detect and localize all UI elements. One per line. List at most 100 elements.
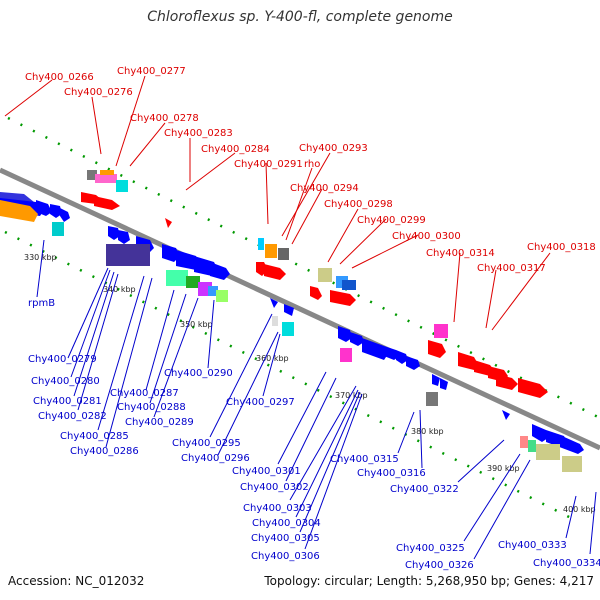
- gene-label[interactable]: Chy400_0333: [498, 540, 567, 551]
- gene-arrow[interactable]: [118, 230, 130, 244]
- top-gene-labels: Chy400_0266 Chy400_0277 Chy400_0276 Chy4…: [25, 66, 596, 274]
- gene-label[interactable]: Chy400_0303: [243, 503, 312, 514]
- gene-arrow[interactable]: [270, 298, 278, 308]
- gene-label[interactable]: rpmB: [28, 298, 55, 309]
- gene-label[interactable]: Chy400_0318: [527, 242, 596, 253]
- gene-arrow[interactable]: [496, 374, 518, 390]
- gene-box[interactable]: [536, 444, 560, 460]
- gene-label[interactable]: Chy400_0296: [181, 453, 250, 464]
- gene-arrow[interactable]: [108, 226, 120, 240]
- gene-arrow[interactable]: [406, 356, 420, 370]
- gene-box[interactable]: [434, 324, 448, 338]
- gene-arrow[interactable]: [428, 340, 446, 358]
- gene-label[interactable]: Chy400_0289: [125, 417, 194, 428]
- gene-arrow[interactable]: [502, 410, 510, 420]
- gene-label[interactable]: Chy400_0277: [117, 66, 186, 77]
- gene-label[interactable]: Chy400_0278: [130, 113, 199, 124]
- gene-label[interactable]: Chy400_0316: [357, 468, 426, 479]
- gene-arrow[interactable]: [162, 244, 180, 262]
- gene-label[interactable]: Chy400_0286: [70, 446, 139, 457]
- gene-label[interactable]: Chy400_0334: [533, 558, 600, 569]
- gene-arrow[interactable]: [440, 378, 448, 390]
- gene-box[interactable]: [265, 244, 277, 258]
- gene-label[interactable]: Chy400_0285: [60, 431, 129, 442]
- gene-box[interactable]: [106, 244, 150, 266]
- gene-arrow[interactable]: [60, 208, 70, 222]
- gene-arrow[interactable]: [432, 374, 440, 386]
- gene-label[interactable]: Chy400_0280: [31, 376, 100, 387]
- gene-label[interactable]: Chy400_0326: [405, 560, 474, 571]
- gene-box[interactable]: [95, 174, 117, 183]
- gene-label[interactable]: Chy400_0281: [33, 396, 102, 407]
- gene-label[interactable]: Chy400_0279: [28, 354, 97, 365]
- gene-label[interactable]: Chy400_0266: [25, 72, 94, 83]
- gene-arrow[interactable]: [562, 436, 584, 454]
- gene-label[interactable]: Chy400_0282: [38, 411, 107, 422]
- gene-arrow[interactable]: [264, 264, 286, 280]
- gene-label[interactable]: rho: [304, 159, 320, 170]
- gene-arrow[interactable]: [338, 326, 352, 342]
- gene-box[interactable]: [100, 170, 114, 175]
- gene-arrow[interactable]: [50, 204, 62, 218]
- gene-label[interactable]: Chy400_0315: [330, 454, 399, 465]
- gene-box[interactable]: [342, 280, 356, 290]
- gene-box[interactable]: [258, 238, 264, 250]
- gene-box[interactable]: [186, 276, 200, 288]
- gene-box[interactable]: [216, 290, 228, 302]
- gene-label[interactable]: Chy400_0295: [172, 438, 241, 449]
- gene-label[interactable]: Chy400_0322: [390, 484, 459, 495]
- gene-label[interactable]: Chy400_0317: [477, 263, 546, 274]
- gene-label[interactable]: Chy400_0325: [396, 543, 465, 554]
- gene-arrow[interactable]: [518, 378, 548, 398]
- gene-arrow[interactable]: [310, 286, 322, 300]
- lower-tick-track: [4, 230, 576, 522]
- gene-box[interactable]: [87, 170, 97, 180]
- gene-box[interactable]: [282, 322, 294, 336]
- accession-text: Accession: NC_012032: [8, 574, 145, 588]
- gene-label[interactable]: Chy400_0298: [324, 199, 393, 210]
- gene-box[interactable]: [278, 248, 289, 260]
- gene-arrow[interactable]: [458, 352, 478, 370]
- gene-label[interactable]: Chy400_0306: [251, 551, 320, 562]
- gene-label[interactable]: Chy400_0304: [252, 518, 321, 529]
- gene-arrow[interactable]: [362, 338, 388, 360]
- gene-box[interactable]: [520, 436, 528, 448]
- gene-arrow[interactable]: [0, 200, 38, 222]
- gene-arrow[interactable]: [532, 424, 548, 442]
- gene-label[interactable]: Chy400_0305: [251, 533, 320, 544]
- gene-box[interactable]: [52, 222, 64, 236]
- gene-label[interactable]: Chy400_0284: [201, 144, 270, 155]
- gene-arrow[interactable]: [165, 218, 172, 228]
- gene-box[interactable]: [528, 440, 536, 452]
- gene-box[interactable]: [562, 456, 582, 472]
- gene-box[interactable]: [318, 268, 332, 282]
- gene-label[interactable]: Chy400_0276: [64, 87, 133, 98]
- gene-box[interactable]: [426, 392, 438, 406]
- gene-label[interactable]: Chy400_0297: [226, 397, 295, 408]
- gene-box[interactable]: [272, 316, 278, 326]
- gene-label[interactable]: Chy400_0291: [234, 159, 303, 170]
- gene-arrow[interactable]: [284, 304, 294, 316]
- gene-label[interactable]: Chy400_0314: [426, 248, 495, 259]
- gene-label[interactable]: Chy400_0293: [299, 143, 368, 154]
- gene-label[interactable]: Chy400_0288: [117, 402, 186, 413]
- gene-box[interactable]: [166, 270, 188, 286]
- forward-gene-track: [81, 170, 548, 398]
- gene-label[interactable]: Chy400_0287: [110, 388, 179, 399]
- gene-label[interactable]: Chy400_0301: [232, 466, 301, 477]
- gene-arrow[interactable]: [350, 332, 364, 346]
- gene-label[interactable]: Chy400_0299: [357, 215, 426, 226]
- gene-arrow[interactable]: [330, 290, 356, 306]
- gene-label[interactable]: Chy400_0283: [164, 128, 233, 139]
- gene-box[interactable]: [208, 286, 218, 296]
- gene-box[interactable]: [340, 348, 352, 362]
- gene-arrow[interactable]: [94, 196, 120, 210]
- gene-arrow[interactable]: [396, 350, 408, 364]
- gene-label[interactable]: Chy400_0300: [392, 231, 461, 242]
- gene-label[interactable]: Chy400_0290: [164, 368, 233, 379]
- gene-label[interactable]: Chy400_0294: [290, 183, 359, 194]
- gene-box[interactable]: [116, 180, 128, 192]
- gene-arrow[interactable]: [36, 200, 52, 216]
- gene-label[interactable]: Chy400_0302: [240, 482, 309, 493]
- gene-arrow[interactable]: [210, 262, 230, 280]
